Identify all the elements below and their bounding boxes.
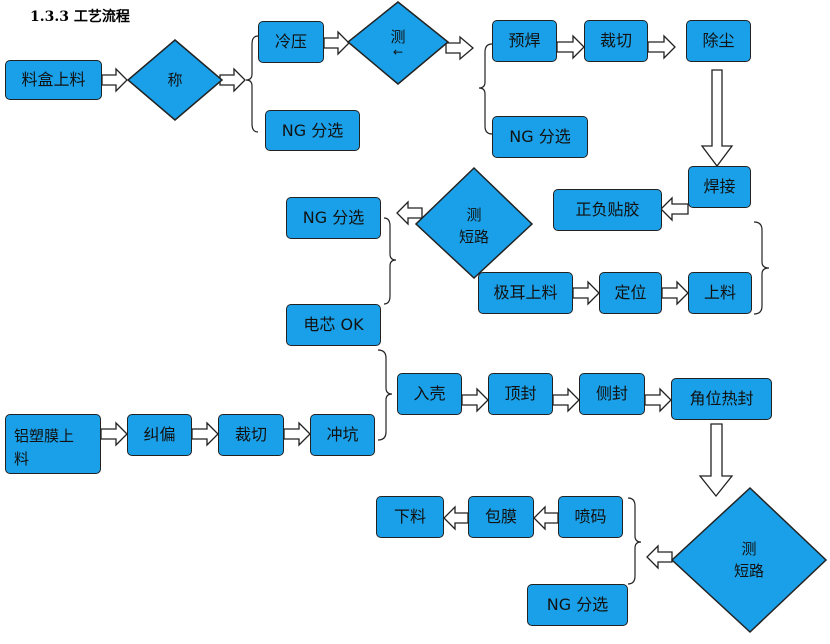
punch-box: 冲坑 <box>310 414 375 456</box>
brace <box>383 217 397 305</box>
arrow-right <box>647 34 676 60</box>
side-seal-box: 侧封 <box>579 373 645 415</box>
arrow-left <box>646 544 673 570</box>
test-3-short-text: 短路 <box>733 562 764 580</box>
cut-box-2: 裁切 <box>218 414 284 456</box>
spray-code-box: 喷码 <box>558 496 623 538</box>
test-short-3-label: 测 短路 <box>672 504 826 616</box>
arrow-right <box>100 421 128 447</box>
test-1-text: 测 <box>390 28 406 47</box>
ng-sort-box-3: NG 分选 <box>286 197 381 239</box>
arrow-right <box>101 67 128 93</box>
brace <box>753 221 770 315</box>
arrow-left <box>443 505 469 531</box>
arrow-right <box>323 30 350 56</box>
pre-weld-box: 预焊 <box>492 20 557 62</box>
top-seal-box: 顶封 <box>488 373 553 415</box>
weigh-text: 称 <box>167 70 183 89</box>
unload-box: 下料 <box>376 496 444 538</box>
foil-load-text: 铝塑膜上料 <box>14 425 74 472</box>
foil-load-line-2: 料 <box>14 450 30 469</box>
cut-box-1: 裁切 <box>584 20 648 62</box>
arrow-right <box>191 421 219 447</box>
case-in-box: 入壳 <box>397 373 462 415</box>
test-2-short-text: 短路 <box>458 228 489 246</box>
wrap-film-box: 包膜 <box>468 496 534 538</box>
arrow-right <box>445 35 475 61</box>
diamond-weigh <box>126 39 224 121</box>
position-box: 定位 <box>599 272 662 314</box>
weld-box: 焊接 <box>688 166 751 208</box>
foil-load-box: 铝塑膜上料 <box>5 414 101 474</box>
test-1-label: 测 ← <box>348 4 448 84</box>
arrow-right <box>661 280 689 306</box>
corner-seal-box: 角位热封 <box>671 378 772 420</box>
arrow-left <box>533 505 559 531</box>
diamond-test-1 <box>346 1 450 85</box>
ng-sort-box-1: NG 分选 <box>265 110 360 151</box>
arrow-down <box>698 423 734 498</box>
test-3-text: 测 <box>741 539 757 558</box>
arrow-right <box>283 421 311 447</box>
brace <box>478 43 493 135</box>
foil-load-line-1: 铝塑膜上 <box>14 427 75 445</box>
arrow-right <box>556 34 585 60</box>
test-short-2-label: 测 短路 <box>416 174 532 278</box>
arrow-left <box>660 196 689 222</box>
arrow-left <box>396 200 423 226</box>
arrow-right <box>644 387 672 413</box>
arrow-right <box>572 280 600 306</box>
section-title: 1.3.3 工艺流程 <box>30 9 130 25</box>
tape-box: 正负贴胶 <box>553 189 662 231</box>
load-box: 上料 <box>688 272 752 314</box>
test-1-arrow-text: ← <box>392 44 404 59</box>
tray-load-box: 料盒上料 <box>5 60 102 100</box>
diamond-test-short-2 <box>414 166 534 280</box>
ng-sort-box-2: NG 分选 <box>492 116 588 158</box>
ng-sort-box-4: NG 分选 <box>527 584 628 626</box>
arrow-right <box>219 67 246 93</box>
brace <box>245 35 259 133</box>
cold-press-box: 冷压 <box>258 21 324 63</box>
weigh-label: 称 <box>128 40 222 120</box>
deviation-box: 纠偏 <box>127 414 192 456</box>
test-2-text: 测 <box>466 205 482 224</box>
dust-remove-box: 除尘 <box>686 20 751 62</box>
tab-load-box: 极耳上料 <box>478 272 573 314</box>
brace <box>377 349 393 441</box>
diamond-test-short-3 <box>670 486 828 634</box>
cell-ok-box: 电芯 OK <box>286 304 381 346</box>
brace <box>627 497 642 585</box>
arrow-down <box>700 69 734 168</box>
arrow-right <box>552 387 580 413</box>
arrow-right <box>461 387 489 413</box>
